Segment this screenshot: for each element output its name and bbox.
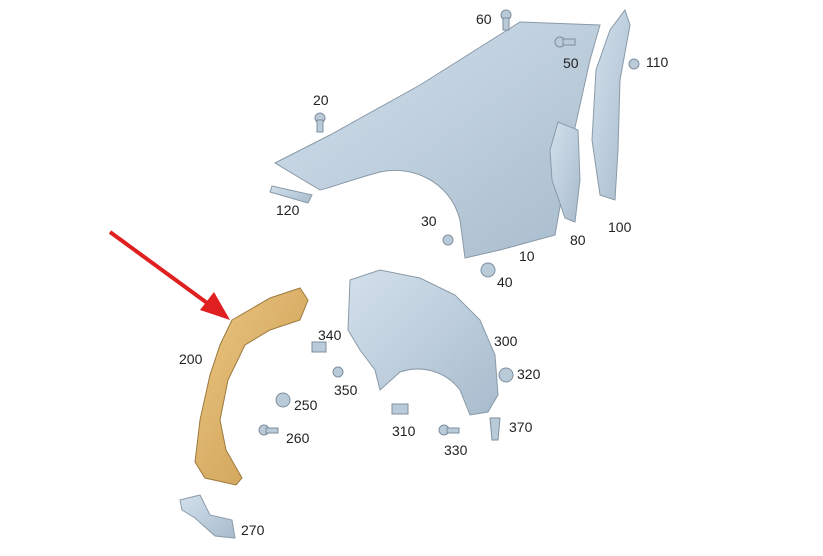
bracket-part-270[interactable] [179,494,236,539]
label-260: 260 [286,430,310,446]
label-20: 20 [313,92,329,108]
label-40: 40 [497,274,513,290]
label-60: 60 [476,11,492,27]
label-110: 110 [646,54,669,70]
fastener-icons [258,9,640,441]
label-120: 120 [276,202,300,218]
label-200: 200 [179,351,203,367]
bracket-part-80[interactable] [549,121,581,223]
highlight-arrow [108,230,230,320]
fender-part-10[interactable] [273,21,601,259]
label-330: 330 [444,442,468,458]
label-80: 80 [570,232,586,248]
label-340: 340 [318,327,342,343]
label-270: 270 [241,522,265,538]
wheel-liner-part-300[interactable] [347,269,499,416]
label-10: 10 [519,248,535,264]
label-250: 250 [294,397,318,413]
label-30: 30 [421,213,437,229]
label-50: 50 [563,55,579,71]
wheel-liner-part-200[interactable] [194,287,309,486]
label-350: 350 [334,382,358,398]
label-300: 300 [494,333,518,349]
pillar-part-100[interactable] [591,8,631,201]
label-370: 370 [509,419,533,435]
label-100: 100 [608,219,632,235]
label-310: 310 [392,423,416,439]
strip-part-120[interactable] [269,185,313,204]
label-320: 320 [517,366,541,382]
